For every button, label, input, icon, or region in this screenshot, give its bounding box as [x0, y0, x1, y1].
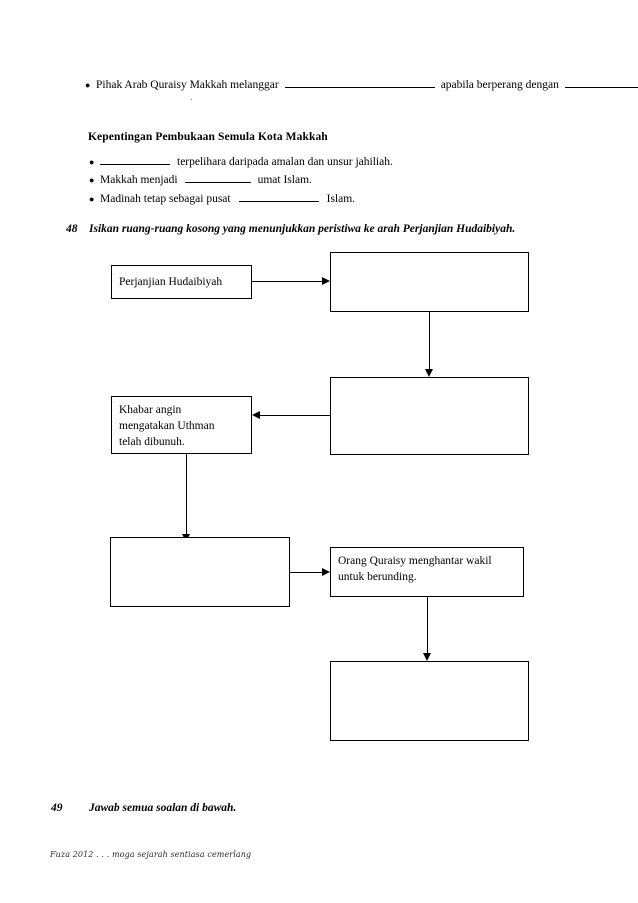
- answer-blank-2[interactable]: [564, 76, 638, 88]
- section-bullet-1-text: terpelihara daripada amalan dan unsur ja…: [177, 156, 393, 168]
- question-49-number: 49: [51, 802, 63, 814]
- arrowhead-right-icon: [322, 568, 330, 576]
- bullet-icon: ●: [89, 175, 95, 185]
- connector-box4-to-box5: [186, 454, 188, 534]
- question-49-instruction: Jawab semua soalan di bawah.: [89, 802, 237, 814]
- connector-box2-to-box3: [429, 312, 431, 369]
- flow-box-empty-3[interactable]: [110, 537, 290, 607]
- flow-box-4-line-1: Khabar angin: [119, 404, 182, 416]
- footer-note: Fuza 2012 . . . moga sejarah sentiasa ce…: [50, 849, 252, 860]
- bullet-icon: ●: [89, 194, 95, 204]
- section-heading: Kepentingan Pembukaan Semula Kota Makkah: [88, 131, 328, 143]
- section-bullet-2: ● Makkah menjadi umat Islam.: [89, 171, 312, 187]
- section-bullet-2-text-after: umat Islam.: [257, 174, 312, 186]
- flow-box-empty-2[interactable]: [330, 377, 529, 455]
- connector-box5-to-box6: [290, 572, 322, 574]
- flow-box-1-label: Perjanjian Hudaibiyah: [119, 276, 223, 288]
- arrowhead-right-icon: [322, 277, 330, 285]
- connector-box3-to-box4: [260, 415, 330, 417]
- question-48-instruction: Isikan ruang-ruang kosong yang menunjukk…: [89, 223, 516, 235]
- flow-box-4-line-3: telah dibunuh.: [119, 436, 185, 448]
- answer-blank-1[interactable]: [284, 76, 435, 88]
- flow-box-orang-quraisy[interactable]: Orang Quraisy menghantar wakil untuk ber…: [330, 547, 524, 597]
- arrowhead-left-icon: [252, 411, 260, 419]
- section-bullet-3: ● Madinah tetap sebagai pusat Islam.: [89, 190, 355, 206]
- section-bullet-2-text-before: Makkah menjadi: [100, 174, 178, 186]
- top-bullet-row: ● Pihak Arab Quraisy Makkah melanggar ap…: [85, 76, 638, 92]
- flow-box-perjanjian-hudaibiyah[interactable]: Perjanjian Hudaibiyah: [111, 265, 252, 299]
- section-bullet-3-text-after: Islam.: [326, 193, 356, 205]
- flow-box-khabar-angin[interactable]: Khabar angin mengatakan Uthman telah dib…: [111, 396, 252, 454]
- flow-box-6-line-1: Orang Quraisy menghantar wakil: [338, 555, 492, 567]
- bullet-icon: ●: [89, 157, 95, 167]
- question-48-number: 48: [66, 223, 78, 235]
- top-bullet-text-middle: apabila berperang dengan: [440, 79, 559, 91]
- connector-box1-to-box2: [252, 281, 322, 283]
- arrowhead-down-icon: [423, 653, 431, 661]
- section-bullet-3-text-before: Madinah tetap sebagai pusat: [100, 193, 231, 205]
- flow-box-empty-4[interactable]: [330, 661, 529, 741]
- flow-box-empty-1[interactable]: [330, 252, 529, 312]
- answer-blank-4[interactable]: [184, 171, 251, 183]
- section-bullet-1: ● terpelihara daripada amalan dan unsur …: [89, 153, 393, 169]
- bullet-icon: ●: [85, 80, 91, 90]
- answer-blank-5[interactable]: [238, 190, 319, 202]
- arrowhead-down-icon: [425, 369, 433, 377]
- flow-box-4-line-2: mengatakan Uthman: [119, 420, 215, 432]
- stray-period-mark: .: [190, 92, 193, 103]
- answer-blank-3[interactable]: [100, 153, 170, 165]
- top-bullet-text-before: Pihak Arab Quraisy Makkah melanggar: [96, 79, 279, 91]
- flow-box-6-line-2: untuk berunding.: [338, 571, 417, 583]
- connector-box6-to-box7: [427, 597, 429, 653]
